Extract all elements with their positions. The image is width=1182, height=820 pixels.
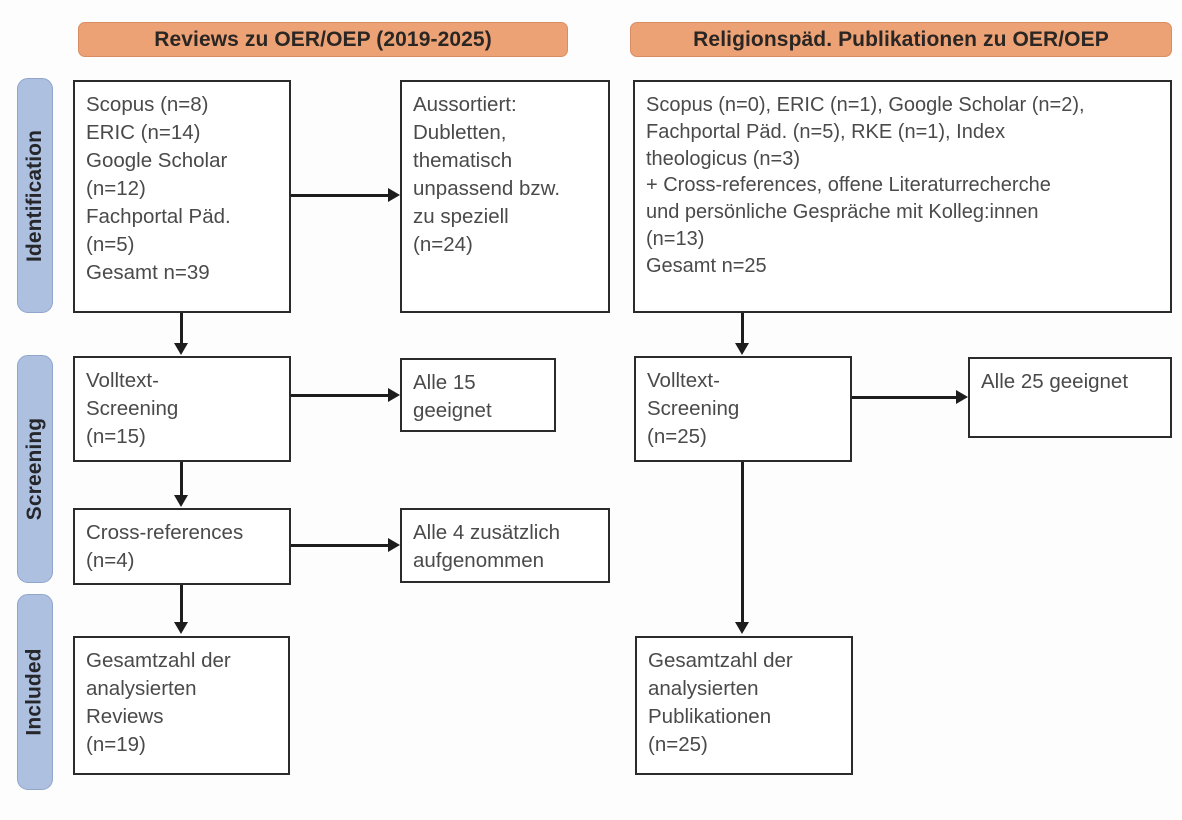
column-header-publications: Religionspäd. Publikationen zu OER/OEP xyxy=(630,22,1172,57)
connector-right-sources-to-fulltext xyxy=(741,313,744,344)
stage-label-included: Included xyxy=(23,648,47,736)
connector-right-fulltext-to-included xyxy=(741,462,744,623)
box-right-fulltext-screening: Volltext- Screening (n=25) xyxy=(634,356,852,462)
box-left-crossreferences-result: Alle 4 zusätzlich aufgenommen xyxy=(400,508,610,583)
arrowhead-left-crossreferences-to-included xyxy=(174,622,188,634)
arrowhead-left-sources-to-excluded xyxy=(388,188,400,202)
stage-label-identification: Identification xyxy=(23,129,47,262)
box-left-included-total: Gesamtzahl der analysierten Reviews (n=1… xyxy=(73,636,290,775)
arrowhead-left-crossreferences-to-result xyxy=(388,538,400,552)
box-left-fulltext-result: Alle 15 geeignet xyxy=(400,358,556,432)
column-header-reviews: Reviews zu OER/OEP (2019-2025) xyxy=(78,22,568,57)
arrowhead-right-fulltext-to-included xyxy=(735,622,749,634)
connector-left-crossreferences-to-result xyxy=(291,544,389,547)
arrowhead-left-fulltext-to-result xyxy=(388,388,400,402)
stage-band-screening: Screening xyxy=(17,355,53,583)
connector-left-fulltext-to-result xyxy=(291,394,389,397)
box-left-sources: Scopus (n=8) ERIC (n=14) Google Scholar … xyxy=(73,80,291,313)
box-right-sources: Scopus (n=0), ERIC (n=1), Google Scholar… xyxy=(633,80,1172,313)
connector-left-crossreferences-to-included xyxy=(180,585,183,623)
stage-band-identification: Identification xyxy=(17,78,53,313)
stage-band-included: Included xyxy=(17,594,53,790)
box-right-included-total: Gesamtzahl der analysierten Publikatione… xyxy=(635,636,853,775)
arrowhead-left-sources-to-fulltext xyxy=(174,343,188,355)
box-left-crossreferences: Cross-references (n=4) xyxy=(73,508,291,585)
connector-left-fulltext-to-crossreferences xyxy=(180,462,183,496)
connector-left-sources-to-excluded xyxy=(291,194,389,197)
box-left-fulltext-screening: Volltext- Screening (n=15) xyxy=(73,356,291,462)
arrowhead-right-fulltext-to-result xyxy=(956,390,968,404)
box-left-excluded: Aussortiert: Dubletten, thematisch unpas… xyxy=(400,80,610,313)
arrowhead-right-sources-to-fulltext xyxy=(735,343,749,355)
connector-left-sources-to-fulltext xyxy=(180,313,183,344)
stage-label-screening: Screening xyxy=(23,417,46,521)
connector-right-fulltext-to-result xyxy=(852,396,957,399)
column-header-reviews-text: Reviews zu OER/OEP (2019-2025) xyxy=(154,27,492,51)
column-header-publications-text: Religionspäd. Publikationen zu OER/OEP xyxy=(693,27,1109,51)
box-right-fulltext-result: Alle 25 geeignet xyxy=(968,357,1172,438)
arrowhead-left-fulltext-to-crossreferences xyxy=(174,495,188,507)
